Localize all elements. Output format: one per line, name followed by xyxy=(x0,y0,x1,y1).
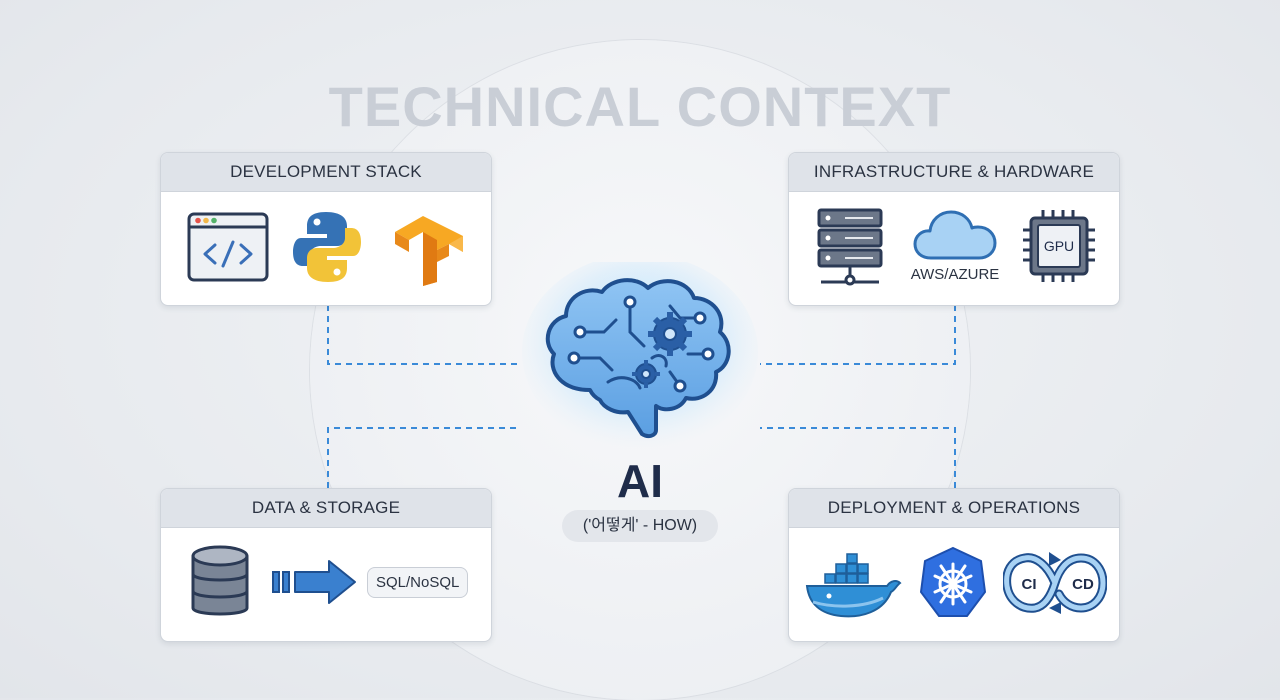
sql-nosql-badge: SQL/NoSQL xyxy=(367,567,469,598)
connector-dev xyxy=(327,305,520,365)
card-title: DEVELOPMENT STACK xyxy=(161,153,491,192)
card-title: INFRASTRUCTURE & HARDWARE xyxy=(789,153,1119,192)
gpu-label: GPU xyxy=(1044,238,1074,254)
cd-label: CD xyxy=(1072,576,1094,593)
connector-infra xyxy=(760,305,956,365)
connector-data xyxy=(327,427,520,488)
diagram-title: TECHNICAL CONTEXT xyxy=(328,75,952,138)
ci-cd-icon: CI CD xyxy=(1003,552,1107,614)
python-icon xyxy=(293,212,361,282)
database-icon xyxy=(191,545,249,616)
card-body xyxy=(161,192,491,305)
kubernetes-icon xyxy=(919,546,987,617)
card-body: SQL/NoSQL xyxy=(161,528,491,641)
ai-sublabel: ('어떻게' - HOW) xyxy=(562,510,718,542)
card-data-storage: DATA & STORAGE SQL/NoSQL xyxy=(160,488,492,642)
cloud-label: AWS/AZURE xyxy=(910,266,1000,283)
ai-label: AI xyxy=(617,455,663,507)
ci-label: CI xyxy=(1022,576,1037,593)
card-title: DATA & STORAGE xyxy=(161,489,491,528)
code-window-icon xyxy=(187,212,269,282)
connector-deploy xyxy=(760,427,956,488)
card-development-stack: DEVELOPMENT STACK xyxy=(160,152,492,306)
cloud-icon xyxy=(913,210,997,260)
server-icon xyxy=(817,208,883,286)
card-body: CI CD xyxy=(789,528,1119,641)
brain-circuit-icon xyxy=(522,262,758,450)
gpu-chip-icon: GPU xyxy=(1023,210,1095,282)
card-infrastructure-hardware: INFRASTRUCTURE & HARDWARE AWS/AZURE xyxy=(788,152,1120,306)
card-deployment-operations: DEPLOYMENT & OPERATIONS xyxy=(788,488,1120,642)
tensorflow-icon xyxy=(395,216,463,286)
arrow-right-icon xyxy=(272,560,356,604)
docker-icon xyxy=(805,553,902,618)
card-body: AWS/AZURE GPU xyxy=(789,192,1119,305)
card-title: DEPLOYMENT & OPERATIONS xyxy=(789,489,1119,528)
